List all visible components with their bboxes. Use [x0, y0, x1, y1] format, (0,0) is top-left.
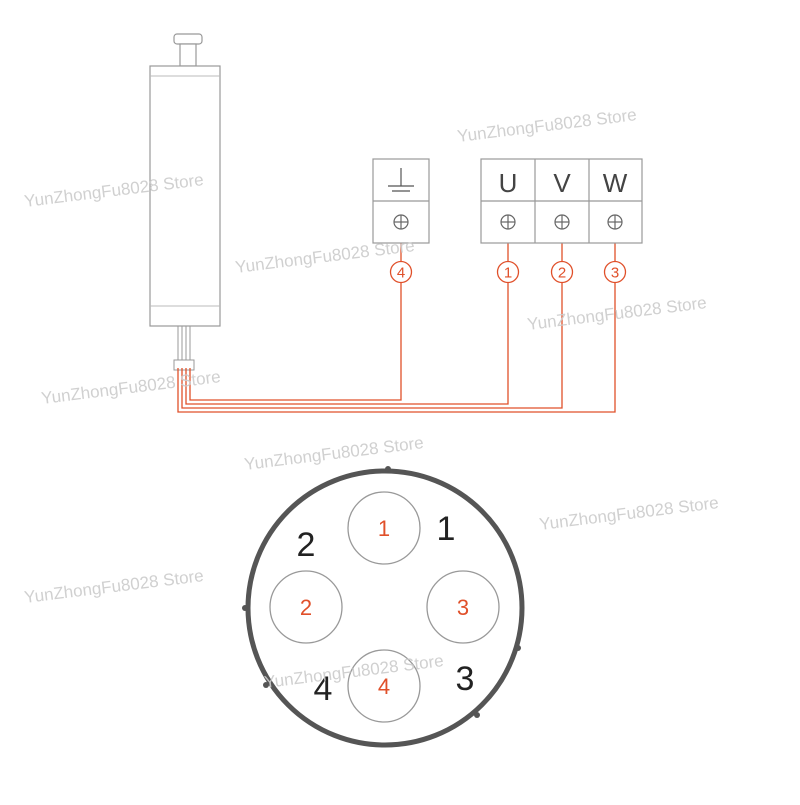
screw-icon: [554, 214, 570, 230]
terminal-label-v: V: [553, 168, 571, 198]
wire-number-markers: 4 1 2 3: [389, 260, 627, 284]
pin-3: [426, 570, 500, 644]
pin-1: [347, 491, 421, 565]
watermark: YunZhongFu8028 Store: [234, 236, 416, 277]
motor-shaft: [179, 43, 197, 67]
wire-number-u: 1: [504, 265, 512, 282]
wire-v: [181, 283, 563, 409]
screw-icon: [393, 214, 409, 230]
terminal-label-u: U: [499, 168, 518, 198]
key-notch: [385, 466, 391, 472]
key-notch: [515, 645, 521, 651]
motor-body: [149, 65, 221, 327]
key-notch: [263, 682, 269, 688]
screw-icon: [500, 214, 516, 230]
watermark: YunZhongFu8028 Store: [456, 105, 638, 146]
connector-face: 1 2 3 4 1 2 3 4: [242, 466, 525, 748]
pin-4-number: 4: [378, 674, 390, 699]
watermark: YunZhongFu8028 Store: [243, 433, 425, 474]
wire-ground: [189, 283, 402, 401]
position-label-3: 3: [456, 660, 475, 698]
cable-grommet: [173, 359, 195, 371]
spindle-motor: [149, 33, 221, 371]
position-label-4: 4: [314, 670, 333, 708]
screw-icon: [607, 214, 623, 230]
pin-2: [269, 570, 343, 644]
pin-1-number: 1: [378, 516, 390, 541]
terminal-label-w: W: [603, 168, 628, 198]
position-label-2: 2: [297, 526, 316, 564]
key-notch: [474, 712, 480, 718]
ground-terminal: [372, 158, 430, 244]
wire-w: [177, 283, 616, 413]
watermark: YunZhongFu8028 Store: [40, 367, 222, 408]
key-notch: [242, 605, 248, 611]
pin-3-number: 3: [457, 595, 469, 620]
watermark: YunZhongFu8028 Store: [526, 293, 708, 334]
wire-number-w: 3: [611, 265, 619, 282]
pin-4: [347, 649, 421, 723]
pin-2-number: 2: [300, 595, 312, 620]
watermark: YunZhongFu8028 Store: [23, 566, 205, 607]
ground-icon: [388, 168, 414, 192]
watermark: YunZhongFu8028 Store: [538, 493, 720, 534]
motor-cap: [173, 33, 203, 45]
position-label-1: 1: [437, 510, 456, 548]
wire-u: [185, 283, 509, 405]
wire-number-ground: 4: [397, 265, 405, 282]
wire-number-v: 2: [558, 265, 566, 282]
phase-terminal-block: U V W: [480, 158, 643, 244]
